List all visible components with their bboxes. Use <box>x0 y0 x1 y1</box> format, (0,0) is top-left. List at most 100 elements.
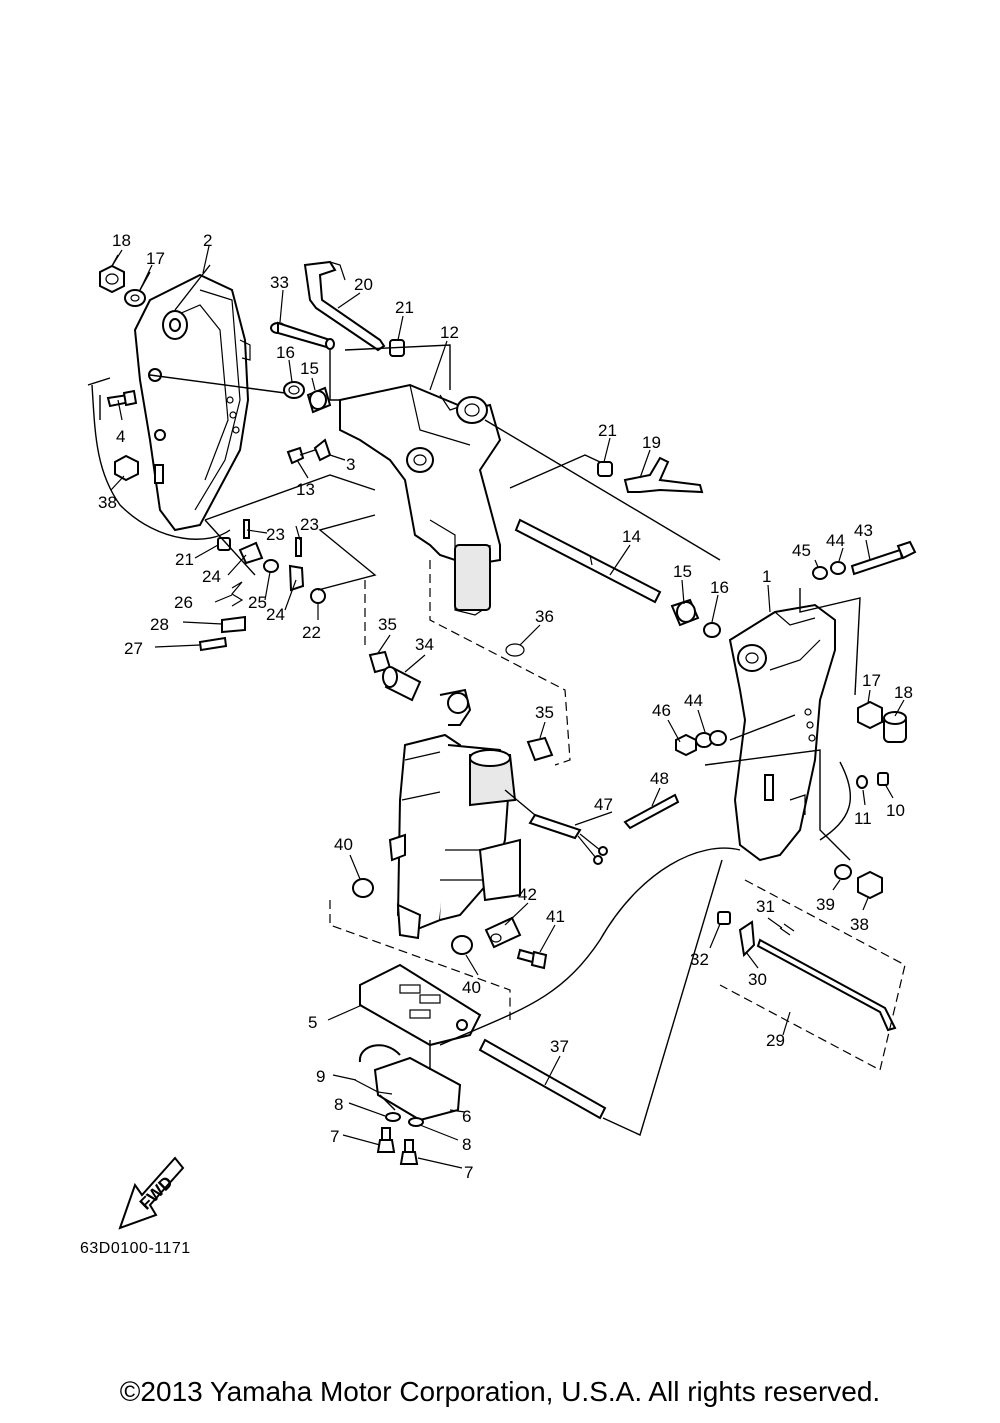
callout-39: 39 <box>816 895 835 914</box>
bolt-43 <box>850 540 917 576</box>
callout-5: 5 <box>308 1013 317 1032</box>
callout-46: 46 <box>652 701 671 720</box>
callout-16-b: 16 <box>710 578 729 597</box>
callout-44-a: 44 <box>826 531 845 550</box>
callout-4: 4 <box>116 427 125 446</box>
washer-39 <box>834 864 852 880</box>
callout-12: 12 <box>440 323 459 342</box>
callout-9: 9 <box>316 1067 325 1086</box>
callout-38-right: 38 <box>850 915 869 934</box>
washer-11 <box>856 775 868 789</box>
callout-24-a: 24 <box>202 567 221 586</box>
pin-33 <box>270 321 335 350</box>
callout-22: 22 <box>302 623 321 642</box>
washer-44-c <box>709 730 727 746</box>
callout-1: 1 <box>762 567 771 586</box>
bolt-4 <box>106 389 138 408</box>
callout-10: 10 <box>886 801 905 820</box>
cable-tie-48 <box>623 793 680 830</box>
callout-19: 19 <box>642 433 661 452</box>
ring-36 <box>505 643 525 657</box>
plate-30 <box>738 920 756 958</box>
callout-43: 43 <box>854 521 873 540</box>
callout-35-a: 35 <box>378 615 397 634</box>
callout-28: 28 <box>150 615 169 634</box>
plate-42 <box>484 916 522 949</box>
callout-21-a: 21 <box>395 298 414 317</box>
callout-17-right: 17 <box>862 671 881 690</box>
callout-18-right: 18 <box>894 683 913 702</box>
callout-23-b: 23 <box>300 515 319 534</box>
callout-3: 3 <box>346 455 355 474</box>
callout-18-left: 18 <box>112 231 131 250</box>
washer-16-b <box>703 622 721 638</box>
callout-8-a: 8 <box>334 1095 343 1114</box>
washer-17-left <box>124 289 146 307</box>
callout-17-left: 17 <box>146 249 165 268</box>
diagram-code: 63D0100-1171 <box>80 1240 191 1257</box>
nut-38-right <box>857 870 883 900</box>
clip-9 <box>354 1079 393 1095</box>
clamp-bracket-right <box>728 603 836 862</box>
callout-labels: 18 2 17 33 20 21 12 16 15 4 3 13 38 21 1… <box>98 231 913 1182</box>
callout-2: 2 <box>203 231 212 250</box>
washer-45 <box>812 566 828 580</box>
callout-21-b: 21 <box>598 421 617 440</box>
nut-18-left <box>99 264 125 294</box>
pin-3 <box>313 438 332 462</box>
cable-47 <box>528 813 608 865</box>
callout-37: 37 <box>550 1037 569 1056</box>
shaft-20 <box>303 260 386 352</box>
bolt-41 <box>516 948 548 970</box>
callout-7-a: 7 <box>330 1127 339 1146</box>
bracket-5 <box>359 963 482 1047</box>
callout-30: 30 <box>748 970 767 989</box>
copyright-notice: ©2013 Yamaha Motor Corporation, U.S.A. A… <box>119 1376 881 1407</box>
callout-33: 33 <box>270 273 289 292</box>
bushing-40-b <box>451 935 473 955</box>
fwd-arrow-icon: FWD <box>118 1156 185 1230</box>
callout-40-a: 40 <box>334 835 353 854</box>
callout-25: 25 <box>248 593 267 612</box>
callout-26: 26 <box>174 593 193 612</box>
bushing-40-a <box>352 878 374 898</box>
leader-lines <box>110 245 905 1169</box>
bushing-15-a <box>306 386 332 414</box>
rod-37 <box>478 1038 607 1120</box>
nut-46 <box>675 733 697 757</box>
bolt-7-b <box>399 1139 419 1165</box>
callout-48: 48 <box>650 769 669 788</box>
washer-8-b <box>408 1117 424 1127</box>
callout-47: 47 <box>594 795 613 814</box>
clamp-bracket-left <box>133 273 251 532</box>
bushing-15-b <box>670 598 700 627</box>
callout-31: 31 <box>756 897 775 916</box>
nut-38-left <box>114 454 139 482</box>
callout-15-a: 15 <box>300 359 319 378</box>
callout-36: 36 <box>535 607 554 626</box>
callout-6: 6 <box>462 1107 471 1126</box>
callout-38-left: 38 <box>98 493 117 512</box>
bolt-32 <box>717 911 731 925</box>
washer-16-a <box>283 381 305 399</box>
bracket-6 <box>358 1044 462 1122</box>
callout-40-b: 40 <box>462 978 481 997</box>
washer-44-a <box>830 561 846 575</box>
callout-45: 45 <box>792 541 811 560</box>
callout-32: 32 <box>690 950 709 969</box>
callout-35-b: 35 <box>535 703 554 722</box>
nut-17-right <box>857 700 883 730</box>
callout-13: 13 <box>296 480 315 499</box>
shaft-14 <box>514 518 662 604</box>
callout-21-c: 21 <box>175 550 194 569</box>
bushing-35-b <box>526 736 554 762</box>
callout-29: 29 <box>766 1031 785 1050</box>
power-tilt-unit <box>388 688 521 940</box>
callout-24-b: 24 <box>266 605 285 624</box>
lever-19 <box>623 456 704 494</box>
callout-27: 27 <box>124 639 143 658</box>
callout-34: 34 <box>415 635 434 654</box>
callout-15-b: 15 <box>673 562 692 581</box>
callout-44-b: 44 <box>684 691 703 710</box>
